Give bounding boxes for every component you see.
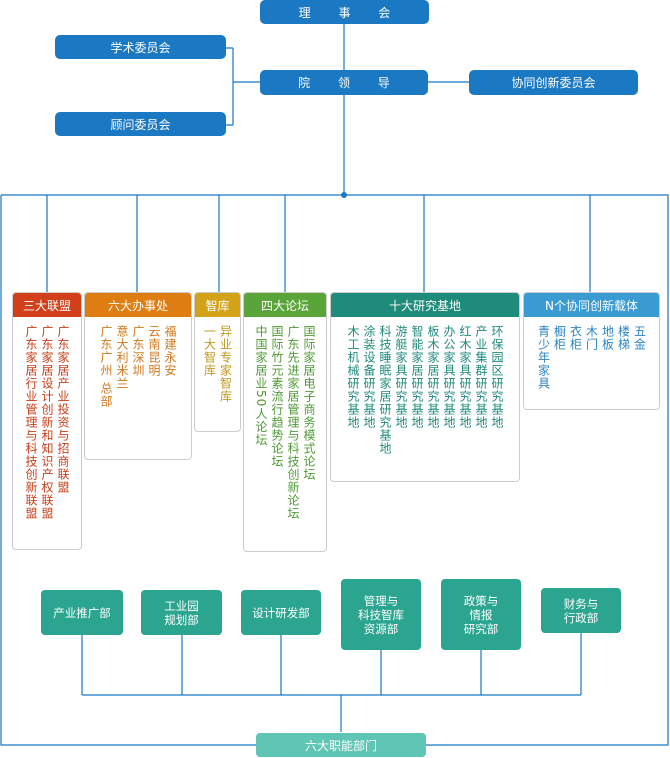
junction-dot: [341, 192, 347, 198]
department-finance-admin: 财务与 行政部: [541, 588, 621, 633]
category-item: 中国家居业50人论坛: [254, 325, 268, 447]
category-item: 楼梯: [616, 325, 631, 351]
department-management-think-tank: 管理与 科技智库 资源部: [341, 579, 421, 650]
category-item: 国际家居电子商务模式论坛: [302, 325, 316, 481]
category-innovation-carriers: N个协同创新载体五金楼梯地板木门衣柜橱柜青少年家具: [523, 292, 660, 410]
category-alliances: 三大联盟广东家居产业投资与招商联盟广东家居设计创新和知识产权联盟广东家居行业管理…: [12, 292, 82, 550]
footer-label: 六大职能部门: [256, 733, 426, 757]
category-items: 异业专家智库一大智库: [195, 317, 240, 403]
category-title: N个协同创新载体: [524, 293, 659, 317]
category-items: 环保园区研究基地产业集群研究基地红木家具研究基地办公家具研究基地板木家居研究基地…: [331, 317, 519, 455]
department-industrial-park-planning: 工业园 规划部: [141, 590, 222, 635]
category-title: 三大联盟: [13, 293, 81, 317]
category-item: 异业专家智库: [218, 325, 233, 403]
category-items: 国际家居电子商务模式论坛广东先进家居管理与科技创新论坛国际竹元素流行趋势论坛中国…: [244, 317, 326, 520]
category-item: 云南昆明: [147, 325, 161, 377]
category-item: 广东家居行业管理与科技创新联盟: [24, 325, 38, 520]
category-title: 六大办事处: [85, 293, 191, 317]
category-offices: 六大办事处福建永安云南昆明广东深圳意大利米兰广东广州 总部: [84, 292, 192, 460]
category-item: 办公家具研究基地: [442, 325, 456, 429]
category-title: 十大研究基地: [331, 293, 519, 317]
category-think-tank: 智库异业专家智库一大智库: [194, 292, 241, 432]
category-item: 广东广州 总部: [99, 325, 113, 408]
category-item: 橱柜: [552, 325, 567, 351]
category-research-bases: 十大研究基地环保园区研究基地产业集群研究基地红木家具研究基地办公家具研究基地板木…: [330, 292, 520, 482]
category-item: 广东家居产业投资与招商联盟: [56, 325, 70, 494]
department-design-rd: 设计研发部: [241, 590, 321, 635]
advisory-committee-box: 顾问委员会: [55, 112, 226, 136]
category-item: 衣柜: [568, 325, 583, 351]
category-item: 智能家居研究基地: [410, 325, 424, 429]
category-title: 四大论坛: [244, 293, 326, 317]
category-item: 青少年家具: [536, 325, 551, 390]
board-box: 理 事 会: [260, 0, 429, 24]
category-item: 木工机械研究基地: [346, 325, 360, 429]
category-items: 福建永安云南昆明广东深圳意大利米兰广东广州 总部: [85, 317, 191, 408]
category-item: 环保园区研究基地: [490, 325, 504, 429]
category-item: 福建永安: [163, 325, 177, 377]
category-item: 广东先进家居管理与科技创新论坛: [286, 325, 300, 520]
department-industry-promotion: 产业推广部: [41, 590, 123, 635]
category-forums: 四大论坛国际家居电子商务模式论坛广东先进家居管理与科技创新论坛国际竹元素流行趋势…: [243, 292, 327, 552]
category-items: 广东家居产业投资与招商联盟广东家居设计创新和知识产权联盟广东家居行业管理与科技创…: [13, 317, 81, 520]
category-item: 一大智库: [202, 325, 217, 377]
category-item: 涂装设备研究基地: [362, 325, 376, 429]
category-item: 红木家具研究基地: [458, 325, 472, 429]
category-item: 游艇家具研究基地: [394, 325, 408, 429]
academic-committee-box: 学术委员会: [55, 35, 226, 59]
category-item: 意大利米兰: [115, 325, 129, 390]
category-item: 板木家居研究基地: [426, 325, 440, 429]
department-policy-intelligence: 政策与 情报 研究部: [441, 579, 521, 650]
category-item: 广东深圳: [131, 325, 145, 377]
category-item: 国际竹元素流行趋势论坛: [270, 325, 284, 468]
leadership-box: 院 领 导: [260, 70, 428, 95]
category-item: 科技睡眠家居研究基地: [378, 325, 392, 455]
category-item: 五金: [632, 325, 647, 351]
category-items: 五金楼梯地板木门衣柜橱柜青少年家具: [524, 317, 659, 390]
category-item: 木门: [584, 325, 599, 351]
category-item: 广东家居设计创新和知识产权联盟: [40, 325, 54, 520]
category-title: 智库: [195, 293, 240, 317]
category-item: 地板: [600, 325, 615, 351]
category-item: 产业集群研究基地: [474, 325, 488, 429]
innovation-committee-box: 协同创新委员会: [469, 70, 638, 95]
